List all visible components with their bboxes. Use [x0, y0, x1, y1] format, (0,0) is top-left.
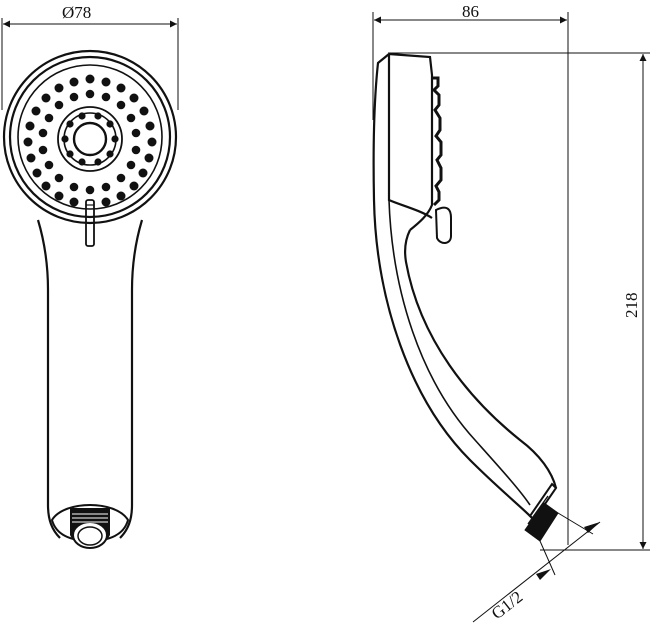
height-dimension — [388, 52, 650, 551]
hose-connector — [50, 504, 130, 549]
head-outer-ring — [2, 49, 178, 225]
lever-side — [434, 206, 452, 244]
head-side-profile — [372, 52, 434, 231]
handle-outline — [36, 219, 144, 539]
face-plate — [17, 64, 163, 210]
mode-selector-lever — [85, 199, 95, 247]
front-view — [1, 18, 179, 549]
spray-nozzles — [23, 74, 157, 207]
width-dimension — [372, 12, 569, 545]
head-inner-ring — [8, 55, 172, 219]
diameter-label: Ø78 — [62, 3, 91, 22]
diameter-dimension — [1, 18, 179, 110]
handle-side-outline — [372, 199, 558, 521]
height-label: 218 — [622, 293, 641, 319]
spray-face-profile — [431, 76, 443, 207]
width-label: 86 — [462, 2, 479, 21]
side-view — [372, 12, 650, 623]
thread-label: G1/2 — [488, 587, 526, 623]
